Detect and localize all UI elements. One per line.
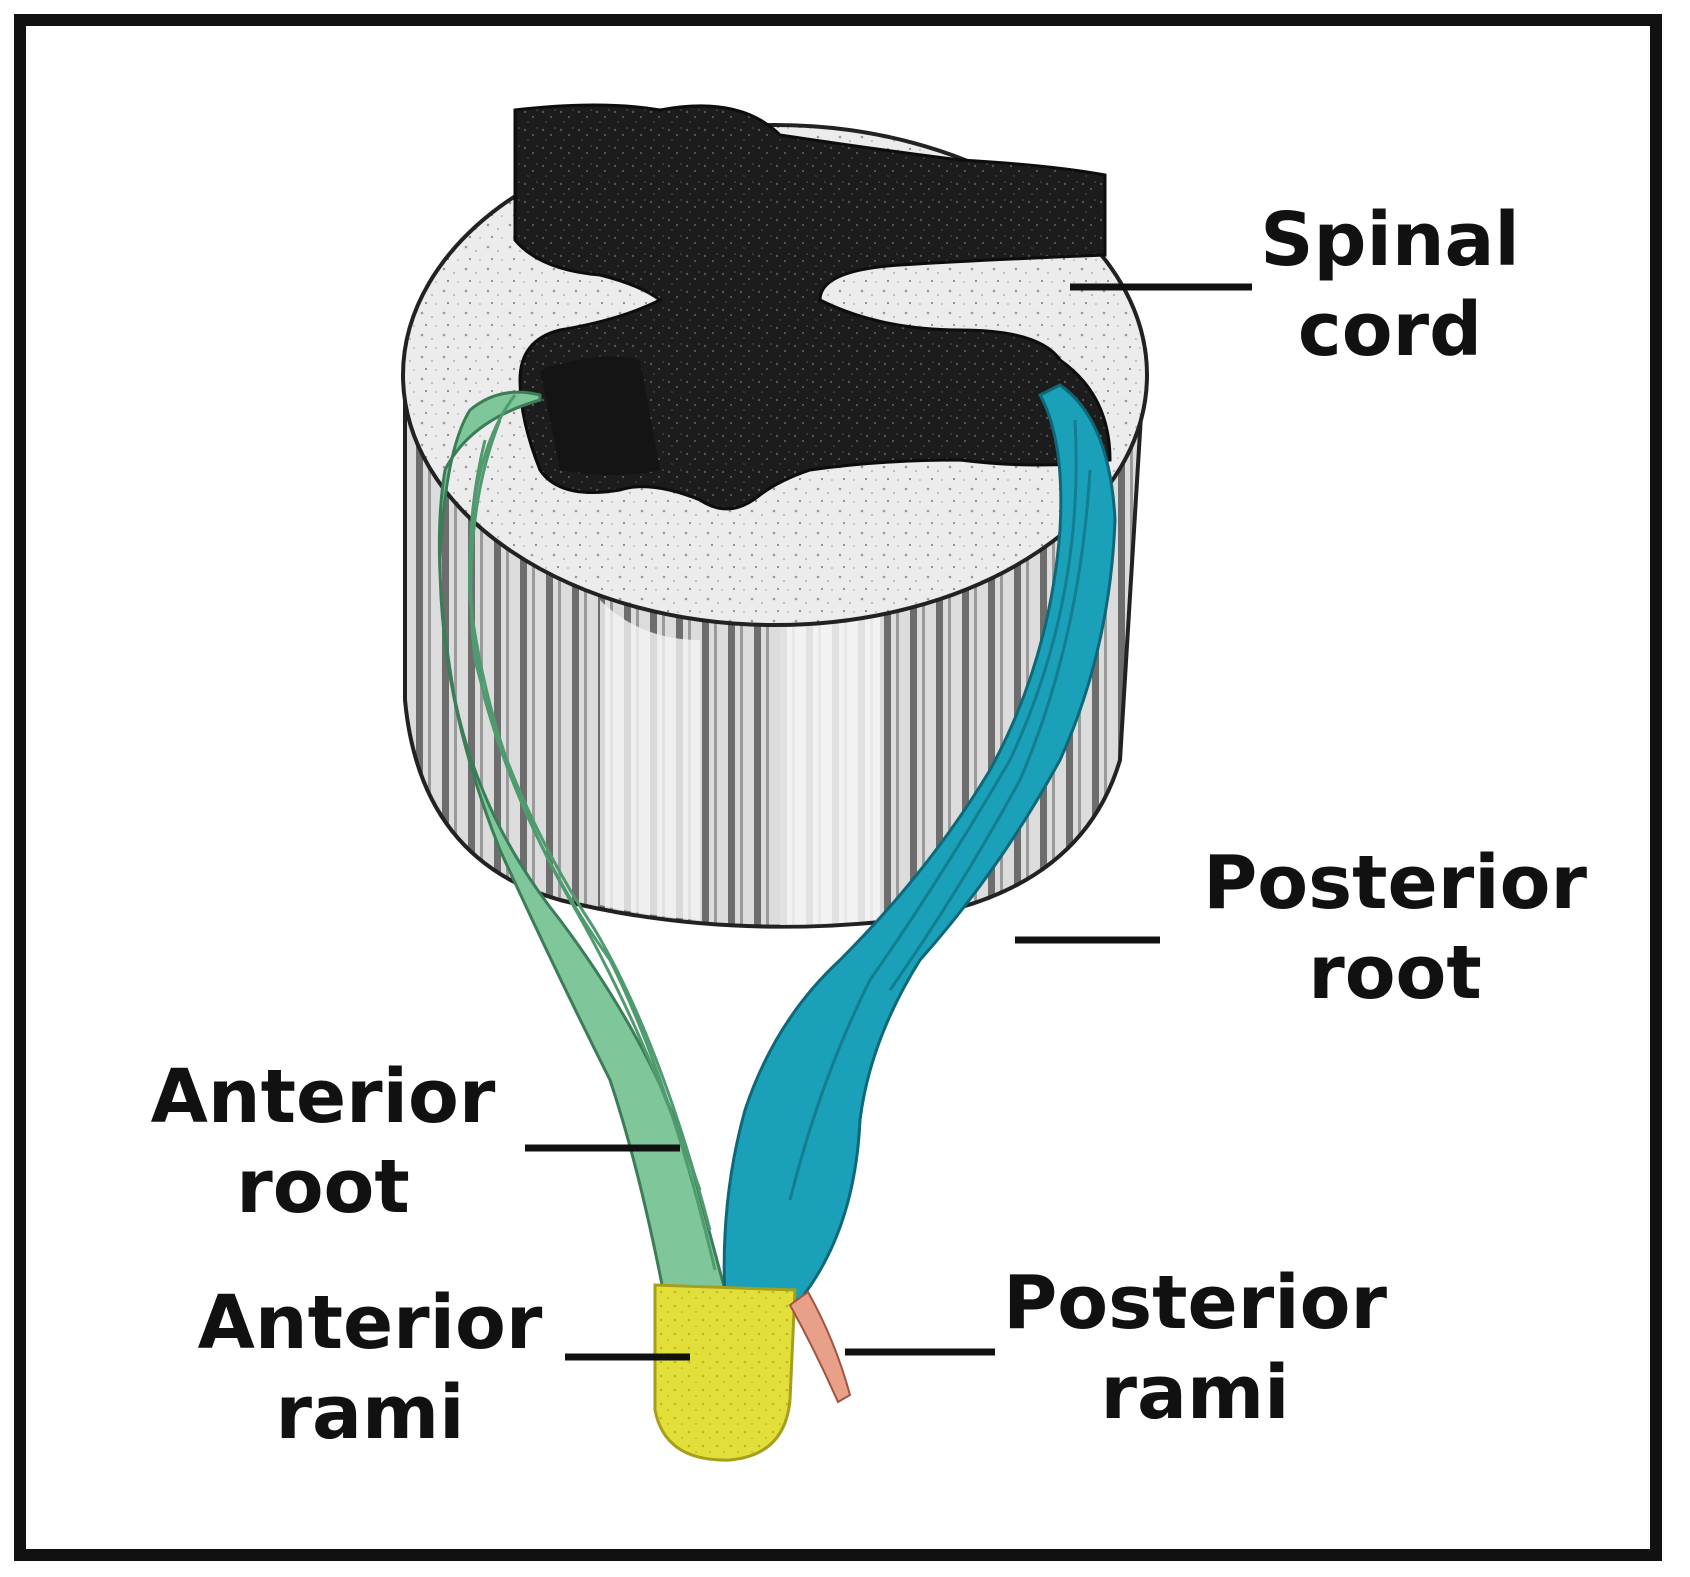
anterior-rami-label: Anterior rami [185, 1278, 555, 1458]
posterior-rami-label: Posterior rami [995, 1258, 1395, 1438]
spinal-cord-label: Spinal cord [1255, 195, 1525, 375]
anterior-root-label: Anterior root [138, 1052, 508, 1232]
posterior-rami-nerve [790, 1292, 850, 1402]
anterior-rami-nerve [655, 1285, 795, 1460]
posterior-root-label: Posterior root [1195, 838, 1595, 1018]
